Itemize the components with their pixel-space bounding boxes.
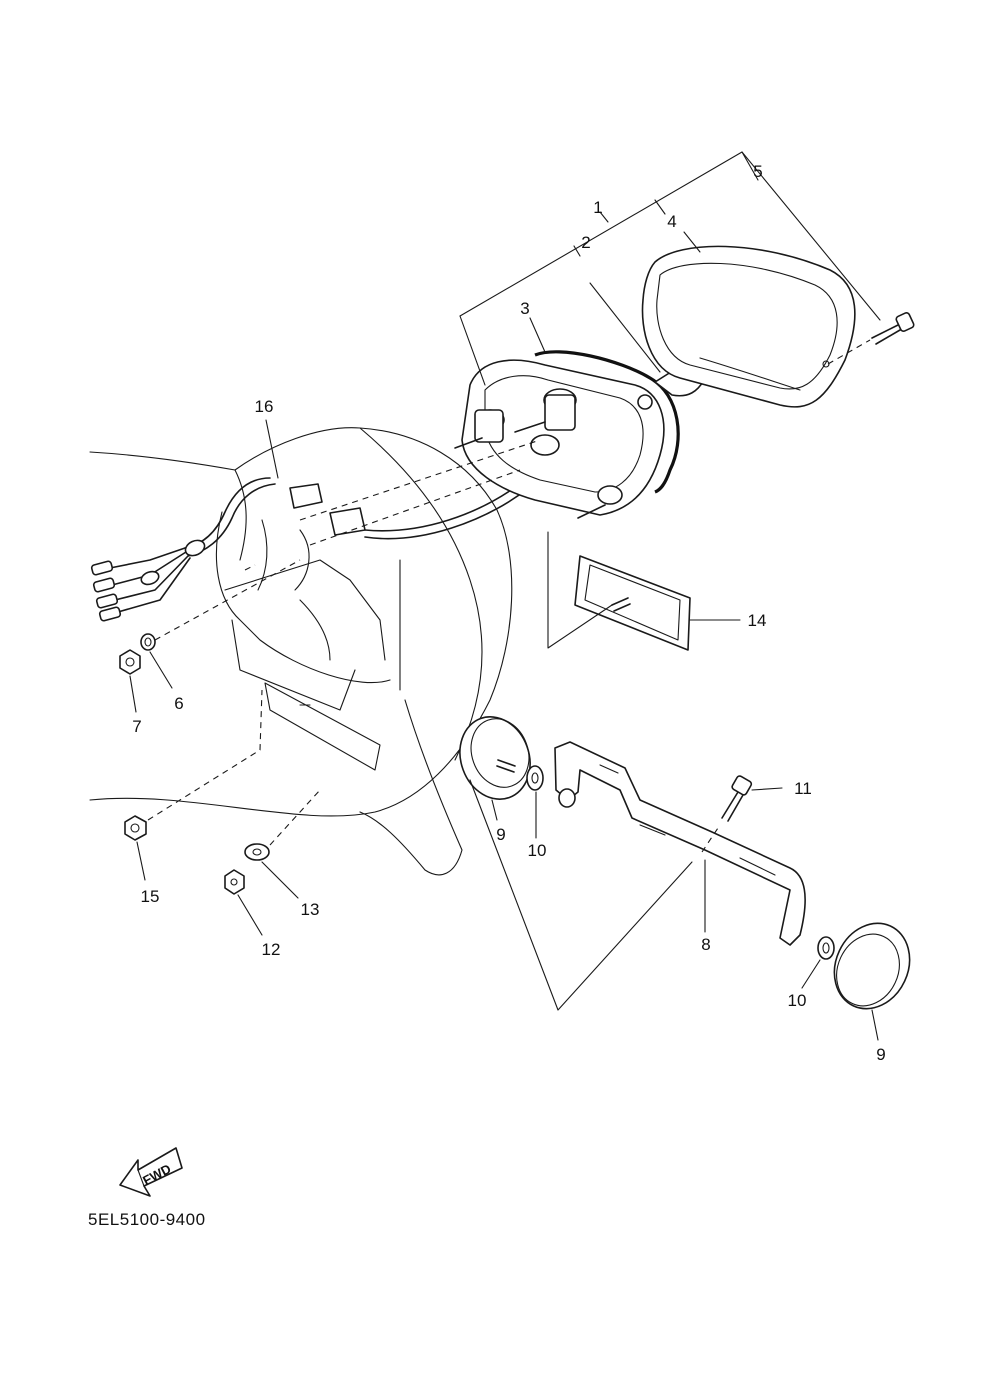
forward-arrow-icon: FWD	[119, 1147, 183, 1197]
reflector-bracket	[554, 741, 806, 946]
callout-16: 16	[255, 397, 274, 416]
callout-1: 1	[593, 198, 602, 217]
callout-3: 3	[520, 299, 529, 318]
bracket-bolt	[721, 775, 753, 822]
washer-13	[244, 843, 270, 861]
tail-light-base	[454, 350, 680, 519]
callout-labels: 1 2 3 4 5 6 7 8 9 9 10 10 11 12 13 14 15…	[132, 162, 885, 1064]
callout-14: 14	[748, 611, 767, 630]
callout-9-right: 9	[876, 1045, 885, 1064]
washer-left	[526, 765, 544, 791]
callout-2: 2	[581, 233, 590, 252]
callout-13: 13	[301, 900, 320, 919]
callout-6: 6	[174, 694, 183, 713]
wire-harness	[90, 477, 531, 622]
callout-7: 7	[132, 717, 141, 736]
lens-screw	[827, 311, 915, 365]
reflector-left	[459, 716, 531, 800]
reflector-right	[833, 922, 911, 1010]
nut-7	[119, 649, 141, 675]
nut-12	[224, 869, 245, 895]
callout-5: 5	[753, 162, 762, 181]
diagram-part-code: 5EL5100-9400	[88, 1210, 206, 1229]
callout-leaders	[129, 151, 881, 1041]
callout-10-left: 10	[528, 841, 547, 860]
callout-15: 15	[141, 887, 160, 906]
tail-light-lens	[641, 245, 856, 408]
callout-8: 8	[701, 935, 710, 954]
callout-4: 4	[667, 212, 676, 231]
assembly-lines	[147, 439, 721, 853]
washer-6	[140, 633, 156, 651]
washer-right	[817, 936, 835, 960]
callout-11: 11	[794, 779, 812, 798]
rear-fender-outline	[89, 427, 513, 876]
callout-12: 12	[262, 940, 281, 959]
license-lamp	[547, 531, 691, 651]
callout-10-right: 10	[788, 991, 807, 1010]
nut-15	[124, 815, 147, 841]
callout-9-left: 9	[496, 825, 505, 844]
